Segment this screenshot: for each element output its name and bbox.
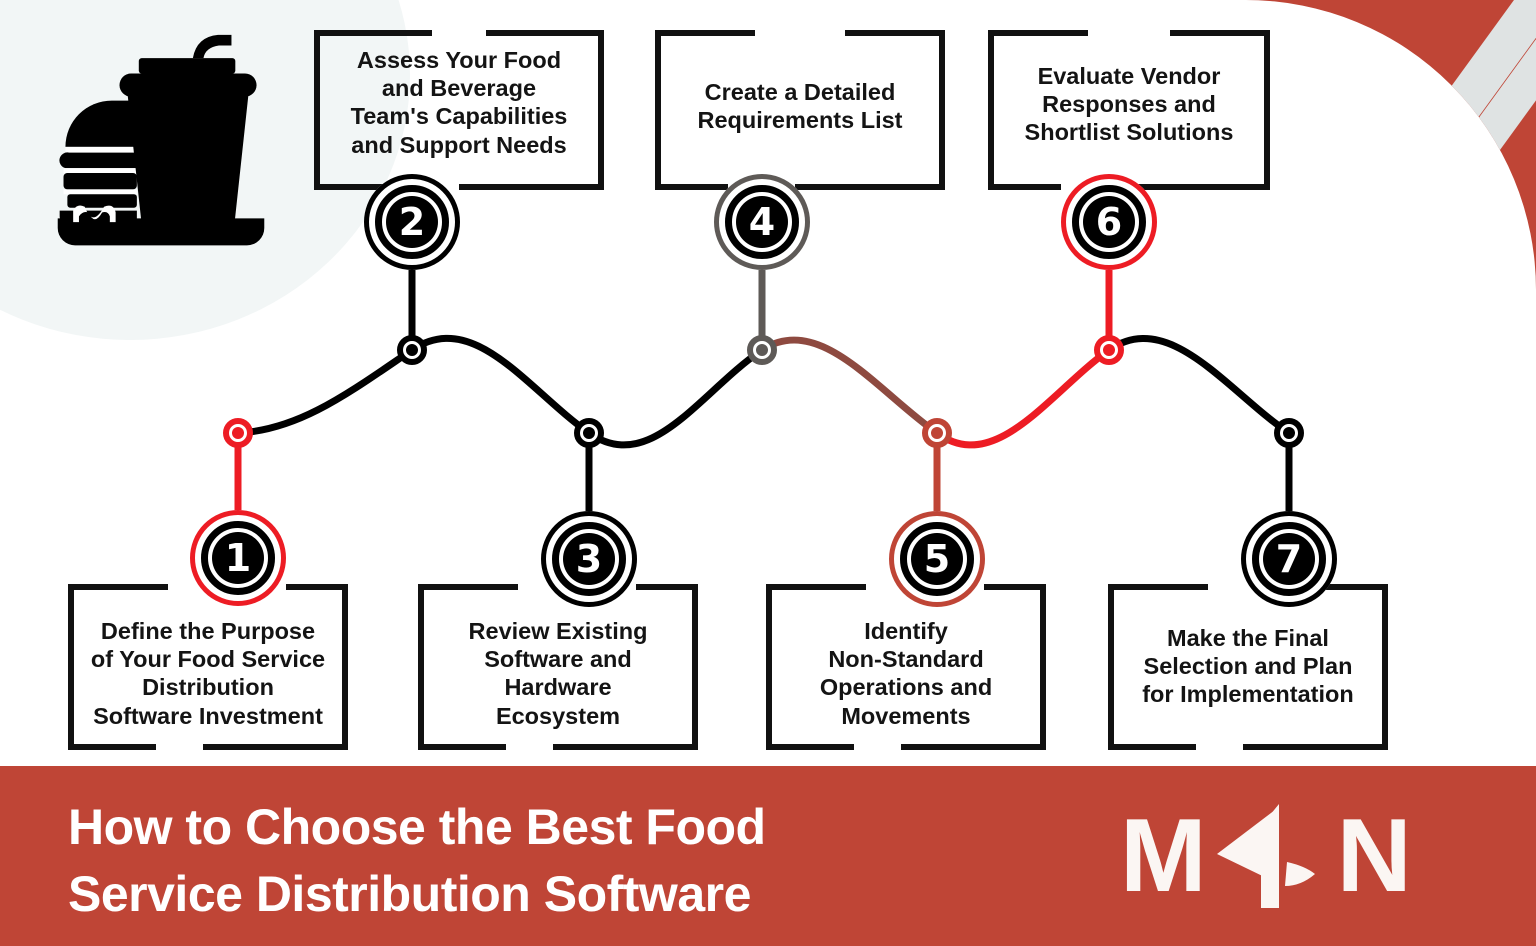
step-number-5: 5 [923,537,951,581]
bracket-edge [655,30,755,36]
step-label-2: Assess Your Food and Beverage Team's Cap… [350,47,568,158]
step-badge-3[interactable]: 3 [541,511,637,607]
bracket-edge [655,184,728,190]
bracket-edge [1264,30,1270,190]
bracket-edge [286,584,348,590]
badge-disc [736,196,788,248]
bracket-edge [1108,584,1114,750]
badge-disc [1263,533,1315,585]
bracket-edge [1382,584,1388,750]
badge-disc [212,532,264,584]
bracket-edge [795,184,945,190]
bracket-edge [1125,184,1270,190]
bracket-edge [1040,584,1046,750]
bracket-edge [766,584,772,750]
bracket-edge [418,744,506,750]
corner-arc-decoration [1236,0,1536,290]
wave-segment-5 [1105,335,1293,437]
step-badge-1[interactable]: 1 [190,510,286,606]
step-number-2: 2 [398,200,426,244]
step-number-7: 7 [1275,537,1303,581]
wave-node-dots [223,335,1304,448]
step-number-6: 6 [1095,200,1123,244]
step-number-4: 4 [748,200,776,244]
bracket-edge [598,30,604,190]
bracket-edge [553,744,698,750]
banner-headline: How to Choose the Best Food Service Dist… [68,799,766,922]
step-number-3: 3 [575,537,603,581]
bracket-edge [418,584,424,750]
bracket-edge [901,744,1046,750]
step-label-4: Create a Detailed Requirements List [697,79,903,134]
bracket-edge [845,30,945,36]
step-bracket-2: Assess Your Food and Beverage Team's Cap… [314,30,604,190]
corner-arc-svg [1246,0,1536,290]
bracket-edge [1243,744,1388,750]
bracket-edge [988,184,1061,190]
step-label-6: Evaluate Vendor Responses and Shortlist … [1024,63,1234,146]
step-bracket-3: Review Existing Software and Hardware Ec… [418,584,698,750]
step-badge-6[interactable]: 6 [1061,174,1157,270]
step-number-1: 1 [224,536,252,580]
bracket-edge [68,744,156,750]
bracket-edge [1170,30,1270,36]
wave-segment-4 [933,346,1113,449]
wave-segment-3 [758,336,941,437]
step-bracket-7: Make the Final Selection and Plan for Im… [1108,584,1388,750]
step-label-7: Make the Final Selection and Plan for Im… [1142,625,1354,708]
logo-letter-m: M [1120,798,1207,914]
bracket-edge [1326,584,1388,590]
step-bracket-6: Evaluate Vendor Responses and Shortlist … [988,30,1270,190]
bracket-edge [988,30,1088,36]
step-bracket-5: Identify Non-Standard Operations and Mov… [766,584,1046,750]
step-badge-4[interactable]: 4 [714,174,810,270]
step-badge-7[interactable]: 7 [1241,511,1337,607]
brand-logo: M N [1120,798,1490,914]
bracket-edge [314,30,432,36]
bracket-edge [203,744,348,750]
badge-disc [563,533,615,585]
bracket-edge [68,584,74,750]
bracket-edge [486,30,604,36]
badge-disc [911,533,963,585]
bracket-edge [459,184,604,190]
arrow-mark-icon [1211,804,1331,908]
step-label-3: Review Existing Software and Hardware Ec… [468,618,648,729]
bracket-edge [766,744,854,750]
step-label-1: Define the Purpose of Your Food Service … [90,618,326,729]
title-banner: How to Choose the Best Food Service Dist… [0,766,1536,946]
bracket-edge [1108,744,1196,750]
bracket-edge [766,584,866,590]
badge-disc [1083,196,1135,248]
bracket-edge [1108,584,1208,590]
bracket-edge [636,584,698,590]
step-badge-5[interactable]: 5 [889,511,985,607]
wave-segment-1 [234,334,593,437]
bracket-edge [314,184,404,190]
wave-segment-2 [585,346,766,449]
step-badge-2[interactable]: 2 [364,174,460,270]
badge-disc [386,196,438,248]
bracket-edge [68,584,168,590]
bracket-edge [314,30,320,190]
bracket-edge [988,30,994,190]
bracket-edge [655,30,661,190]
bracket-edge [939,30,945,190]
bracket-edge [984,584,1046,590]
burger-and-drink-icon [50,33,272,255]
step-label-5: Identify Non-Standard Operations and Mov… [819,618,993,729]
bracket-edge [342,584,348,750]
step-bracket-1: Define the Purpose of Your Food Service … [68,584,348,750]
bracket-edge [692,584,698,750]
bracket-edge [418,584,518,590]
logo-letter-n: N [1336,798,1412,914]
step-bracket-4: Create a Detailed Requirements List [655,30,945,190]
